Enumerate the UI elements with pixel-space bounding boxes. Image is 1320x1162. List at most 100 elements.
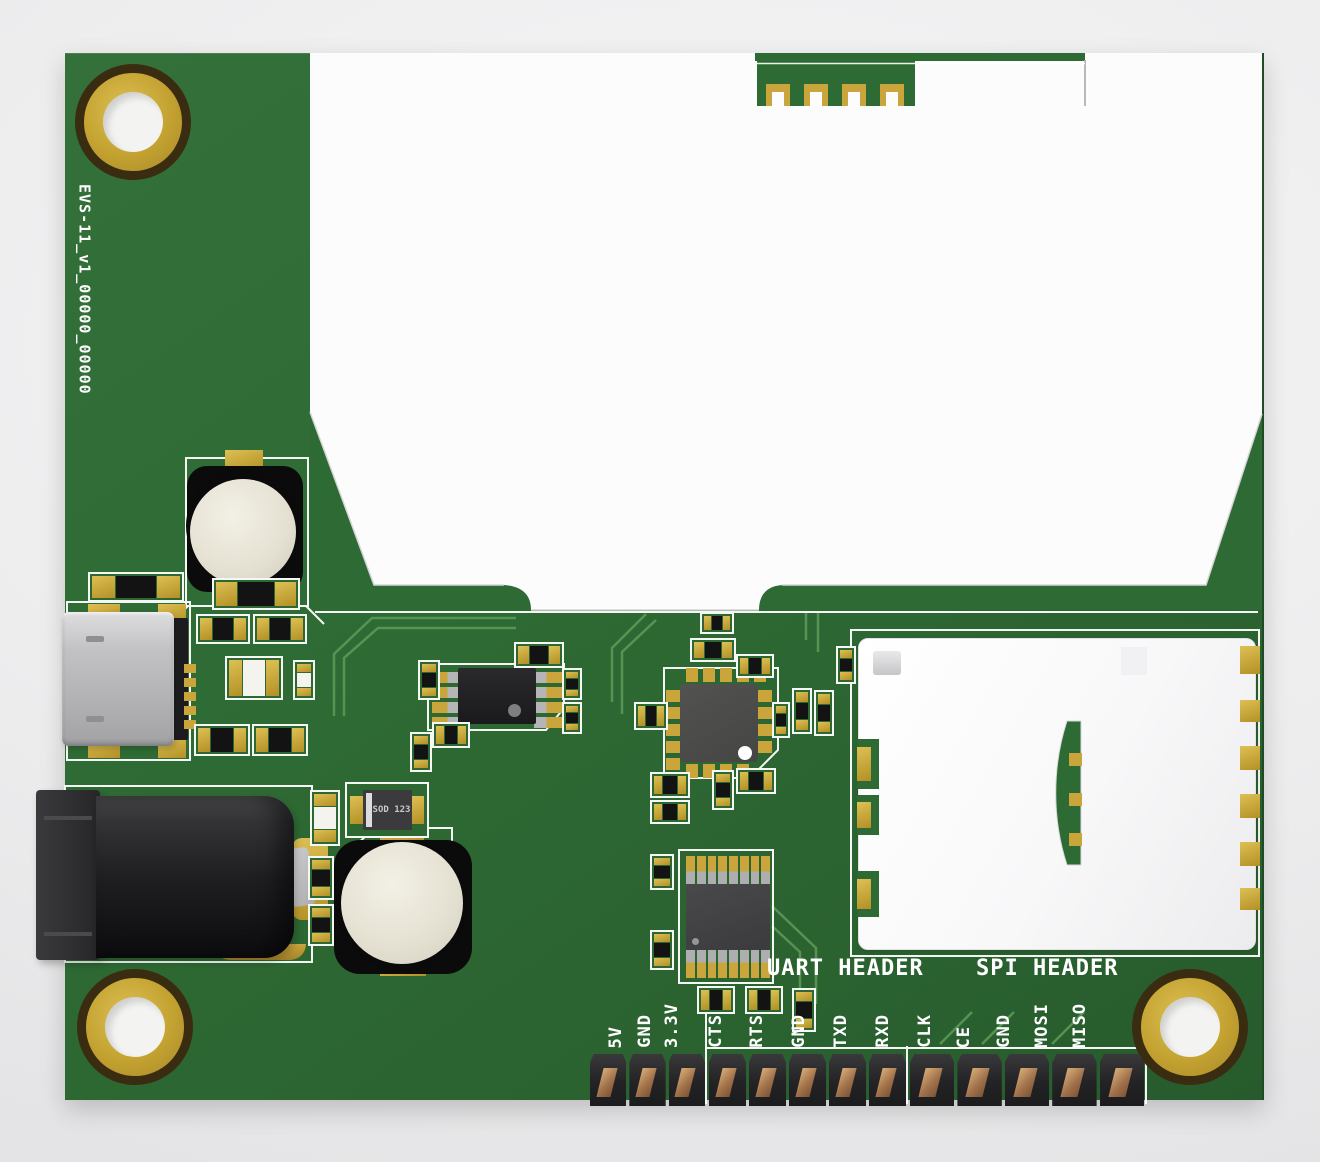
- smd-passive: [700, 612, 734, 634]
- smd-passive: [253, 614, 307, 644]
- smd-passive: [432, 722, 470, 748]
- spi-header-title: SPI HEADER: [976, 956, 1119, 981]
- usb-pin: [184, 664, 196, 673]
- edge-pad: [1240, 888, 1260, 910]
- cap-top: [190, 479, 296, 585]
- edge-pad: [1240, 700, 1260, 722]
- qfn-pad: [686, 668, 698, 682]
- pin-label-3v3: 3.3V: [662, 1003, 682, 1048]
- castellated-pads: [766, 84, 904, 106]
- soic-body: [458, 668, 536, 724]
- sd-slot-courtyard: [850, 629, 1260, 957]
- header-pin: [829, 1054, 866, 1106]
- header-pin: [869, 1054, 906, 1106]
- smd-passive: [194, 724, 250, 756]
- hole-bore: [1159, 996, 1221, 1058]
- smd-passive: [293, 660, 315, 700]
- slot-notch: [857, 795, 879, 835]
- hole-bore: [102, 91, 164, 153]
- qfn-pad: [758, 707, 772, 719]
- header-pin: [1099, 1054, 1145, 1106]
- cap-pad: [225, 450, 263, 470]
- smd-passive: [814, 690, 834, 736]
- smd-passive: [745, 986, 783, 1014]
- smd-passive: [697, 986, 735, 1014]
- qfn-pad: [666, 690, 680, 702]
- pin-label-ce: CE: [954, 1025, 974, 1048]
- qfn-pad: [703, 668, 715, 682]
- qfn-pad: [758, 690, 772, 702]
- header-pin: [1004, 1054, 1050, 1106]
- qfn-pad: [720, 668, 732, 682]
- uart-header-title: UART HEADER: [767, 956, 924, 981]
- usb-pin: [184, 692, 196, 701]
- header-pin: [590, 1054, 627, 1106]
- qfn-pad: [666, 707, 680, 719]
- hole-gold-ring: [84, 73, 182, 171]
- ssop-pin1-dot: [692, 938, 699, 945]
- diode-marking: SOD 123: [372, 804, 411, 815]
- soic-pin: [534, 672, 562, 683]
- mounting-hole-bottom-right: [1132, 969, 1248, 1085]
- pin-label-rxd: RXD: [873, 1014, 893, 1048]
- header-pin: [709, 1054, 746, 1106]
- pin-label-rts: RTS: [747, 1014, 767, 1048]
- usb-pin: [184, 720, 196, 729]
- copper-traces: [332, 612, 1085, 1045]
- soic-pin: [534, 717, 562, 728]
- edge-pad: [1240, 842, 1260, 866]
- pin-label-miso: MISO: [1070, 1003, 1090, 1048]
- smd-passive: [736, 654, 774, 678]
- soic-pin: [534, 702, 562, 713]
- qfn-pad: [666, 724, 680, 736]
- edge-pad: [1240, 646, 1260, 674]
- header-pin: [668, 1054, 705, 1106]
- soic-pin: [432, 672, 460, 683]
- smd-passive: [836, 646, 856, 684]
- qfn-pin1-dot: [738, 746, 752, 760]
- header-pin: [1052, 1054, 1097, 1106]
- smd-passive: [792, 988, 816, 1032]
- smd-passive: [650, 854, 674, 890]
- cap-top: [341, 842, 463, 964]
- smd-passive: [562, 668, 582, 700]
- smd-passive: [252, 724, 308, 756]
- header-pin: [789, 1054, 826, 1106]
- header-pin: [957, 1054, 1002, 1106]
- smd-passive: [212, 578, 300, 610]
- diode-d1: SOD 123: [345, 782, 429, 838]
- uart-header: [709, 1054, 906, 1106]
- ssop-body: [686, 884, 770, 950]
- mounting-hole-bottom-left: [77, 969, 193, 1085]
- qfn-pad: [666, 741, 680, 753]
- mounting-hole-top-left: [75, 64, 191, 180]
- usb-shell-dimple: [86, 716, 104, 722]
- header-pin: [910, 1054, 955, 1106]
- slot-notch: [857, 871, 879, 917]
- pin-label-txd: TXD: [831, 1014, 851, 1048]
- ssop-pins-top: [686, 856, 770, 884]
- smd-passive: [514, 642, 564, 668]
- usb-shell: [62, 612, 174, 746]
- pin-label-gnd2: GND: [789, 1014, 809, 1048]
- edge-pad: [1240, 794, 1260, 818]
- qfn-pad: [758, 741, 772, 753]
- board-silkscreen-label: EVS-11_v1_00000_00000: [75, 184, 94, 395]
- castellated-tab: [757, 60, 1085, 106]
- smd-passive: [690, 638, 736, 662]
- smd-passive: [308, 856, 334, 900]
- soic-pin1-dot: [508, 704, 521, 717]
- smd-passive: [225, 656, 283, 700]
- pin-label-5v: 5V: [606, 1025, 626, 1048]
- usb-pin: [184, 678, 196, 687]
- pin-label-mosi: MOSI: [1032, 1003, 1052, 1048]
- slot-body: [857, 638, 1256, 950]
- slot-metal-tab: [873, 651, 901, 675]
- module-area: [309, 53, 1263, 611]
- smd-passive: [772, 702, 790, 738]
- diode-cathode-band: [366, 793, 372, 827]
- edge-pad: [1240, 746, 1260, 770]
- smd-passive: [562, 702, 582, 734]
- smd-passive: [418, 660, 440, 700]
